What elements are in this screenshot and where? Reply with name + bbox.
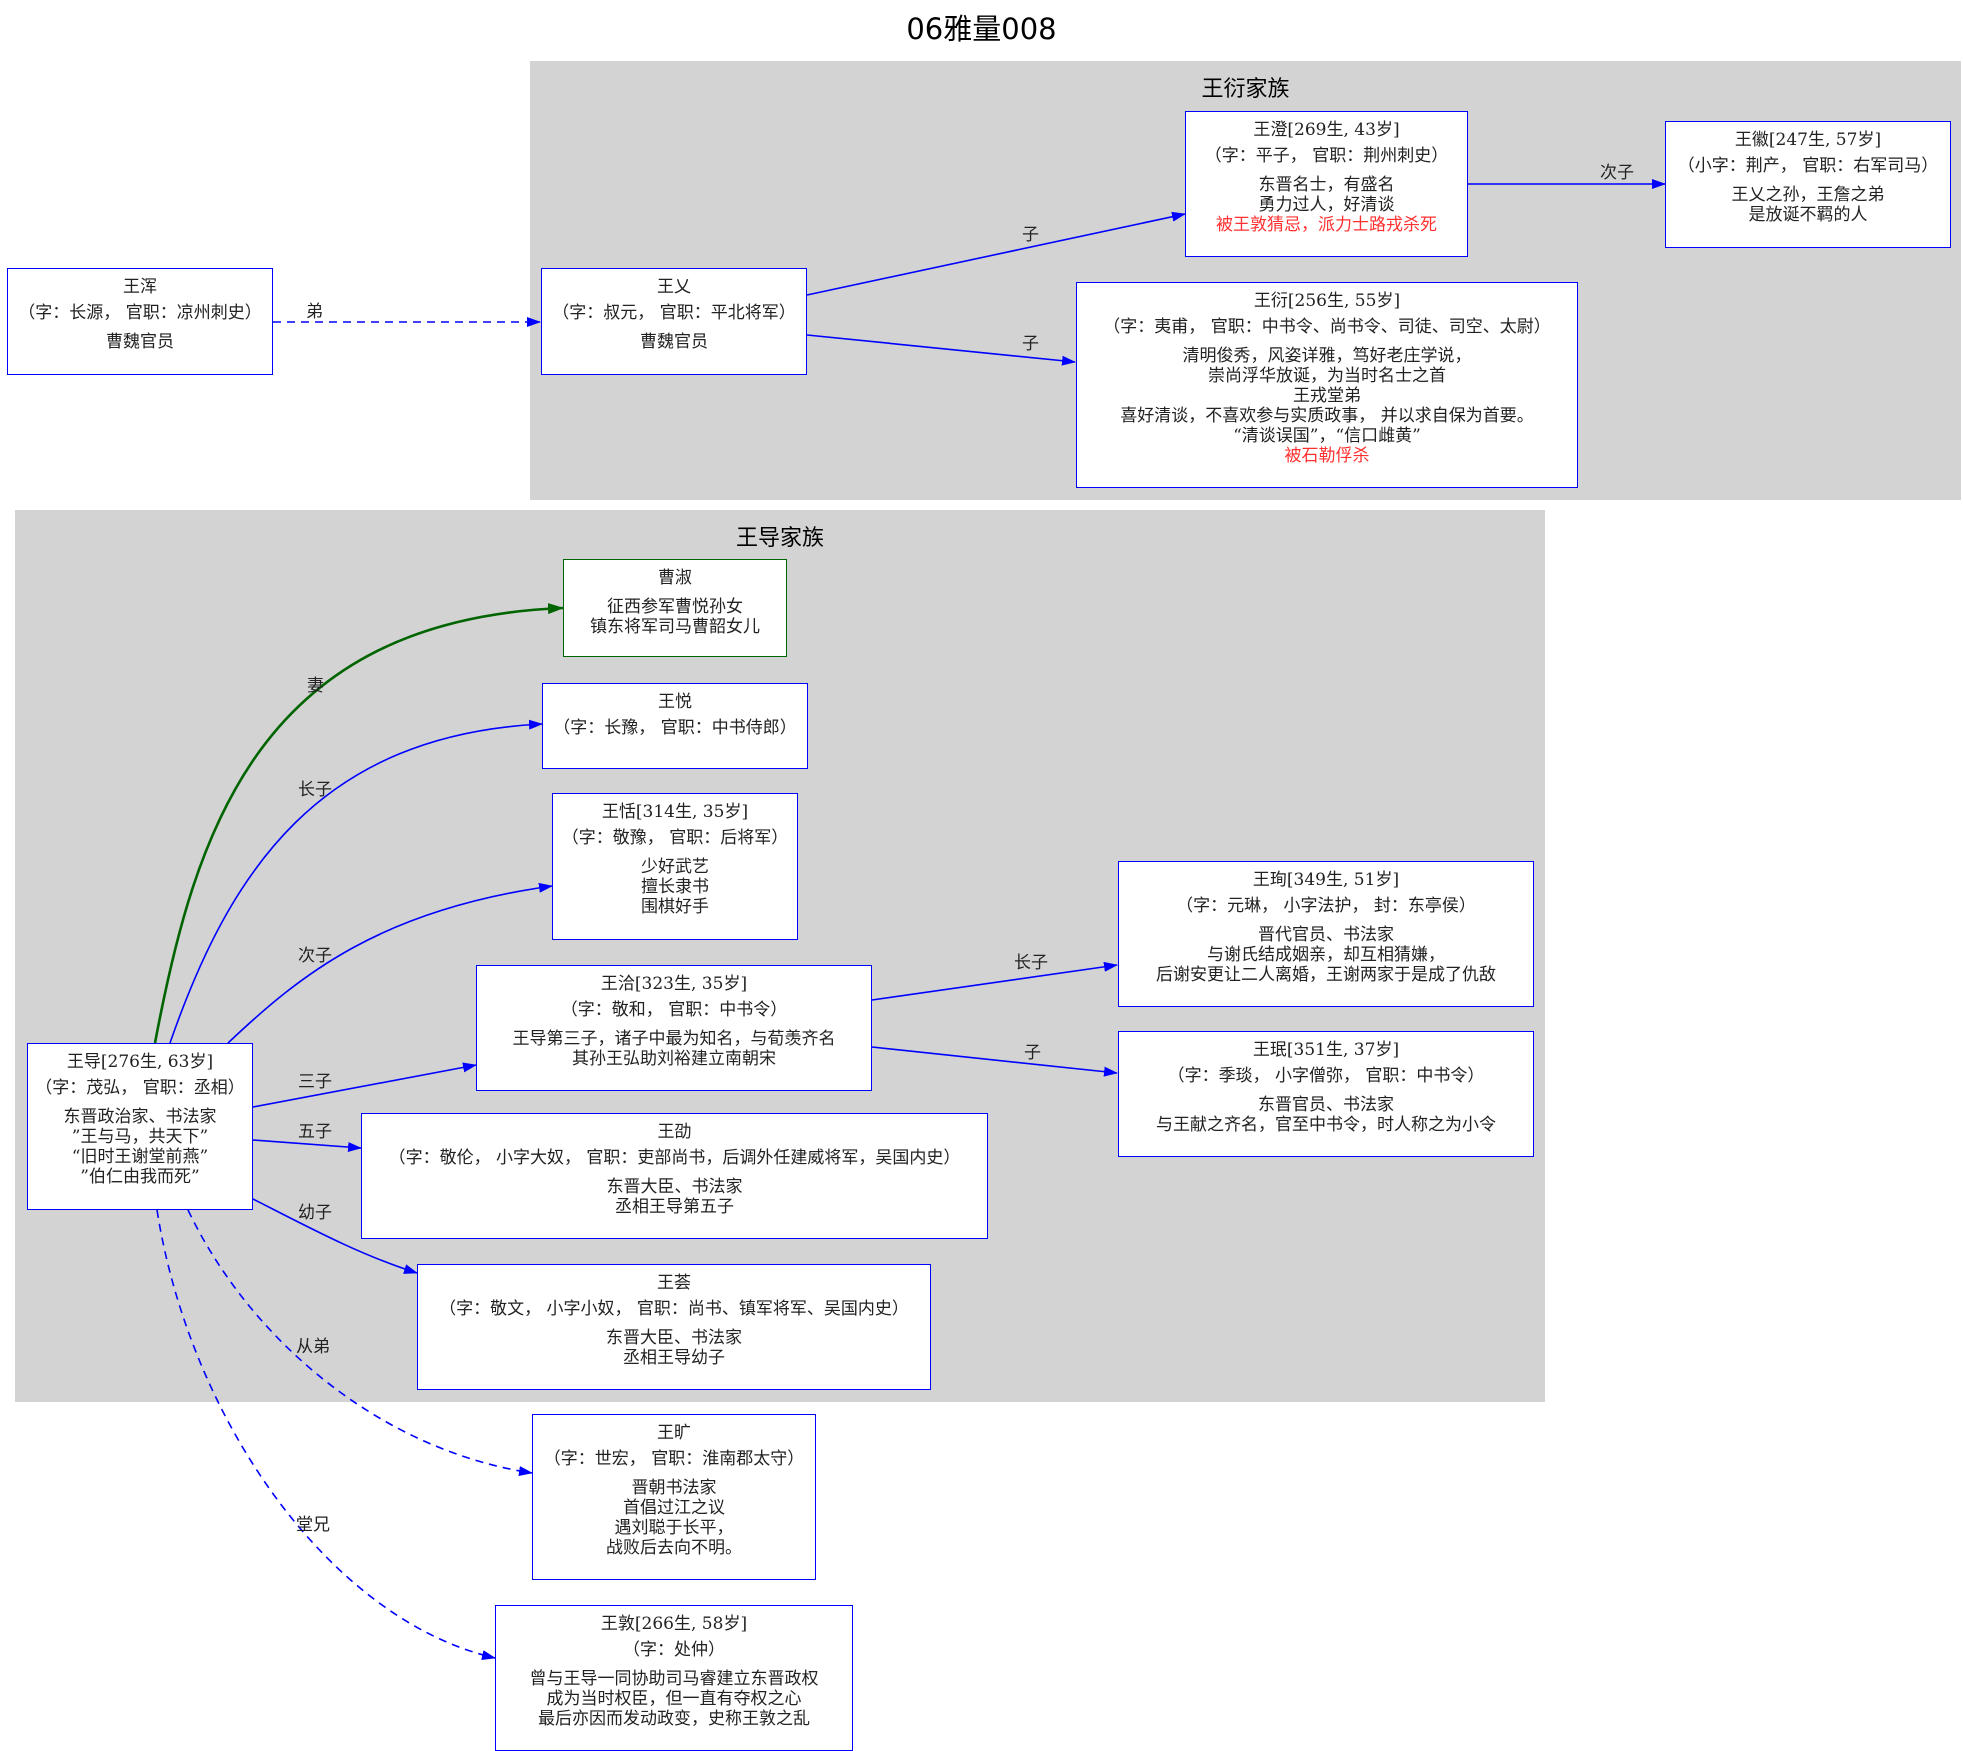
person-info: （字：长源， 官职：凉州刺史） <box>18 303 262 323</box>
edge-label: 次子 <box>298 946 332 966</box>
edge-label: 子 <box>1024 1043 1041 1063</box>
person-name: 王珣[349生, 51岁] <box>1252 870 1400 890</box>
person-info: （字：敬和， 官职：中书令） <box>560 1000 788 1020</box>
edge-label: 三子 <box>298 1072 332 1092</box>
person-info: （字：敬伦， 小字大奴， 官职：吏部尚书，后调外任建威将军，吴国内史） <box>388 1148 961 1168</box>
edge-label: 子 <box>1022 334 1039 354</box>
person-desc: 东晋政治家、书法家 ”王与马，共天下” “旧时王谢堂前燕” ”伯仁由我而死” <box>63 1107 217 1187</box>
edge-label: 妻 <box>307 676 324 696</box>
person-name: 王恬[314生, 35岁] <box>601 802 749 822</box>
edge-dao-tian <box>227 882 553 1044</box>
edge-dao-dun <box>156 1209 496 1660</box>
cluster-label: 王衍家族 <box>1201 77 1290 102</box>
edge-label: 弟 <box>306 302 323 322</box>
edge-dao-kuang <box>187 1209 533 1476</box>
person-name: 王乂 <box>657 277 691 297</box>
person-info: （字：处仲） <box>623 1640 725 1660</box>
person-info: （字：元琳， 小字法护， 封：东亭侯） <box>1176 896 1476 916</box>
person-name: 王悦 <box>658 692 692 712</box>
node-wangyi: 王乂 （字：叔元， 官职：平北将军） 曹魏官员 <box>541 268 807 375</box>
node-wangdao: 王导[276生, 63岁] （字：茂弘， 官职：丞相） 东晋政治家、书法家 ”王… <box>27 1043 253 1210</box>
person-info: （字：长豫， 官职：中书侍郎） <box>553 718 797 738</box>
edge-label: 幼子 <box>298 1203 332 1223</box>
edge-dao-shao <box>252 1139 362 1153</box>
node-wangqia: 王洽[323生, 35岁] （字：敬和， 官职：中书令） 王导第三子，诸子中最为… <box>476 965 872 1091</box>
person-name: 王衍[256生, 55岁] <box>1253 291 1401 311</box>
edge-label: 长子 <box>298 780 332 800</box>
person-desc: 曾与王导一同协助司马睿建立东晋政权 成为当时权臣，但一直有夺权之心 最后亦因而发… <box>529 1669 819 1729</box>
node-wanghui: 王徽[247生, 57岁] （小字：荆产， 官职：右军司马） 王乂之孙，王詹之弟… <box>1665 121 1951 248</box>
fate-note: 被石勒俘杀 <box>1284 446 1370 466</box>
person-name: 王敦[266生, 58岁] <box>600 1614 748 1634</box>
person-info: （字：季琰， 小字僧弥， 官职：中书令） <box>1167 1066 1485 1086</box>
person-info: （字：茂弘， 官职：丞相） <box>35 1078 245 1098</box>
node-wanghui2: 王荟 （字：敬文， 小字小奴， 官职：尚书、镇军将军、吴国内史） 东晋大臣、书法… <box>417 1264 931 1390</box>
person-desc: 东晋名士，有盛名 勇力过人，好清谈 被王敦猜忌，派力士路戎杀死 <box>1186 175 1467 235</box>
edge-qia-min <box>871 1046 1118 1077</box>
person-desc: 晋朝书法家 首倡过江之议 遇刘聪于长平， 战败后去向不明。 <box>606 1478 742 1558</box>
person-name: 王荟 <box>657 1273 691 1293</box>
person-info: （字：夷甫， 官职：中书令、尚书令、司徒、司空、太尉） <box>1103 317 1551 337</box>
node-wangtian: 王恬[314生, 35岁] （字：敬豫， 官职：后将军） 少好武艺 擅长隶书 围… <box>552 793 798 940</box>
edge-label: 从弟 <box>296 1337 330 1357</box>
node-wangxun: 王珣[349生, 51岁] （字：元琳， 小字法护， 封：东亭侯） 晋代官员、书… <box>1118 861 1534 1007</box>
node-wangyue: 王悦 （字：长豫， 官职：中书侍郎） <box>542 683 808 769</box>
person-info: （小字：荆产， 官职：右军司马） <box>1677 156 1939 176</box>
edge-yi-cheng <box>806 211 1186 296</box>
person-desc: 东晋大臣、书法家 丞相王导第五子 <box>606 1177 743 1217</box>
node-wangmin: 王珉[351生, 37岁] （字：季琰， 小字僧弥， 官职：中书令） 东晋官员、… <box>1118 1031 1534 1157</box>
person-desc: 征西参军曹悦孙女 镇东将军司马曹韶女儿 <box>590 597 760 637</box>
edge-label: 子 <box>1022 225 1039 245</box>
cluster-label: 王导家族 <box>735 526 824 551</box>
person-name: 王浑 <box>123 277 157 297</box>
person-desc: 东晋官员、书法家 与王献之齐名，官至中书令，时人称之为小令 <box>1156 1095 1496 1135</box>
person-name: 王旷 <box>657 1423 691 1443</box>
person-name: 王徽[247生, 57岁] <box>1734 130 1882 150</box>
diagram-title: 06雅量008 <box>906 12 1057 46</box>
node-caoshu: 曹淑 征西参军曹悦孙女 镇东将军司马曹韶女儿 <box>563 559 787 657</box>
edge-dao-shu <box>153 603 564 1044</box>
person-name: 王导[276生, 63岁] <box>66 1052 214 1072</box>
fate-note: 被王敦猜忌，派力士路戎杀死 <box>1216 215 1437 235</box>
person-desc: 王导第三子，诸子中最为知名，与荀羡齐名 其孙王弘助刘裕建立南朝宋 <box>512 1029 836 1069</box>
person-info: （字：叔元， 官职：平北将军） <box>552 303 796 323</box>
edge-label: 次子 <box>1600 163 1634 183</box>
node-wangshao: 王劭 （字：敬伦， 小字大奴， 官职：吏部尚书，后调外任建威将军，吴国内史） 东… <box>361 1113 988 1239</box>
person-name: 曹淑 <box>658 568 692 588</box>
node-wangyan: 王衍[256生, 55岁] （字：夷甫， 官职：中书令、尚书令、司徒、司空、太尉… <box>1076 282 1578 488</box>
edge-label: 长子 <box>1014 953 1048 973</box>
person-name: 王澄[269生, 43岁] <box>1253 120 1400 140</box>
node-wangcheng: 王澄[269生, 43岁] （字：平子， 官职：荆州刺史） 东晋名士，有盛名 勇… <box>1185 111 1468 257</box>
person-info: （字：平子， 官职：荆州刺史） <box>1204 146 1449 166</box>
edge-dao-qia <box>252 1062 477 1108</box>
person-desc: 曹魏官员 <box>640 332 708 352</box>
edge-yi-yan <box>806 334 1076 366</box>
node-wanghun: 王浑 （字：长源， 官职：凉州刺史） 曹魏官员 <box>7 268 273 375</box>
edge-label: 五子 <box>298 1122 332 1142</box>
edge-qia-xun <box>871 961 1118 1001</box>
person-desc: 晋代官员、书法家 与谢氏结成姻亲，却互相猜嫌， 后谢安更让二人离婚，王谢两家于是… <box>1156 925 1496 985</box>
person-info: （字：世宏， 官职：淮南郡太守） <box>543 1449 805 1469</box>
person-name: 王珉[351生, 37岁] <box>1252 1040 1400 1060</box>
edge-dao-hui <box>252 1198 418 1274</box>
node-wangkuang: 王旷 （字：世宏， 官职：淮南郡太守） 晋朝书法家 首倡过江之议 遇刘聪于长平，… <box>532 1414 816 1580</box>
person-info: （字：敬豫， 官职：后将军） <box>561 828 789 848</box>
person-desc: 王乂之孙，王詹之弟 是放诞不羁的人 <box>1731 185 1885 225</box>
person-name: 王洽[323生, 35岁] <box>600 974 748 994</box>
person-name: 王劭 <box>657 1122 692 1142</box>
person-desc: 清明俊秀，风姿详雅，笃好老庄学说， 崇尚浮华放诞，为当时名士之首 王戎堂弟 喜好… <box>1077 346 1577 466</box>
person-desc: 曹魏官员 <box>106 332 174 352</box>
person-info: （字：敬文， 小字小奴， 官职：尚书、镇军将军、吴国内史） <box>439 1299 909 1319</box>
edge-label: 堂兄 <box>296 1515 330 1535</box>
edge-dao-yue <box>169 719 543 1044</box>
person-desc: 东晋大臣、书法家 丞相王导幼子 <box>606 1328 742 1368</box>
person-desc: 少好武艺 擅长隶书 围棋好手 <box>641 857 709 917</box>
node-wangdun: 王敦[266生, 58岁] （字：处仲） 曾与王导一同协助司马睿建立东晋政权 成… <box>495 1605 853 1751</box>
